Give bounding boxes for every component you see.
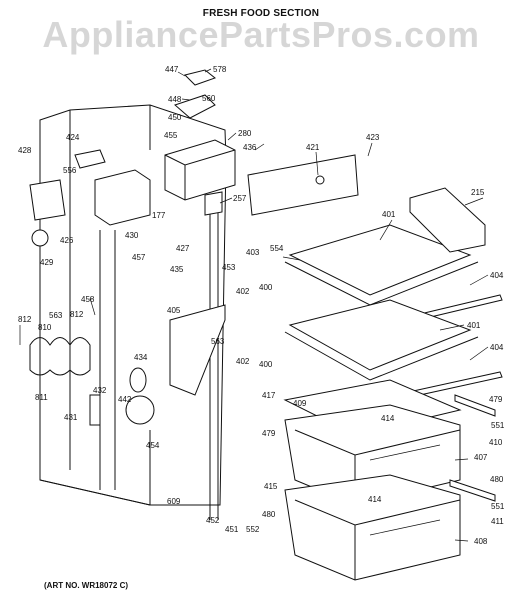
part-label: 480 [490, 475, 504, 484]
part-label: 411 [491, 517, 504, 526]
part-label: 551 [491, 421, 505, 430]
watermark: AppliancePartsPros.com [42, 14, 480, 55]
part-label: 280 [238, 129, 252, 138]
part-label: 431 [64, 413, 78, 422]
part-label: 450 [168, 113, 182, 122]
part-label: 407 [474, 453, 488, 462]
part-label: 451 [225, 525, 239, 534]
part-label: 453 [222, 263, 236, 272]
part-label: 812 [70, 310, 84, 319]
part-label: 414 [368, 495, 382, 504]
part-label: 404 [490, 343, 504, 352]
control-housing [29, 69, 236, 247]
art-number: (ART NO. WR18072 C) [44, 581, 129, 590]
part-label: 402 [236, 357, 250, 366]
part-label: 448 [168, 95, 182, 104]
part-label: 417 [262, 391, 276, 400]
leader-lines [19, 68, 489, 542]
part-label: 405 [167, 306, 181, 315]
drain-heater [29, 337, 91, 376]
part-label: 408 [474, 537, 488, 546]
part-label: 257 [233, 194, 247, 203]
part-label: 812 [18, 315, 32, 324]
part-label: 215 [471, 188, 485, 197]
part-label: 609 [167, 497, 181, 506]
part-label: 415 [264, 482, 278, 491]
section-title: FRESH FOOD SECTION [202, 8, 320, 19]
part-label: 400 [259, 360, 273, 369]
shelf-bin [409, 187, 486, 253]
part-label: 455 [164, 131, 178, 140]
crisper-drawer-lower [284, 474, 461, 581]
part-label: 423 [366, 133, 380, 142]
part-label: 421 [306, 143, 320, 152]
part-label: 426 [60, 236, 74, 245]
part-label: 403 [246, 248, 260, 257]
part-label: 404 [490, 271, 504, 280]
part-label: 442 [118, 395, 132, 404]
part-label: 401 [382, 210, 396, 219]
shelf-support [169, 304, 226, 396]
part-label: 479 [262, 429, 276, 438]
part-label: 447 [165, 65, 179, 74]
part-label: 410 [489, 438, 503, 447]
part-label: 177 [152, 211, 166, 220]
part-label: 454 [146, 441, 160, 450]
part-label: 563 [211, 337, 225, 346]
part-label: 556 [63, 166, 77, 175]
part-label: 458 [81, 295, 95, 304]
part-label: 563 [49, 311, 63, 320]
part-label: 551 [491, 502, 505, 511]
part-labels: 447 578 448 560 450 280 455 436 424 556 … [18, 65, 505, 546]
part-label: 480 [262, 510, 276, 519]
cover-plate [247, 154, 359, 216]
part-label: 414 [381, 414, 395, 423]
part-label: 434 [134, 353, 148, 362]
part-label: 810 [38, 323, 52, 332]
part-label: 552 [246, 525, 260, 534]
part-label: 560 [202, 94, 216, 103]
part-label: 452 [206, 516, 220, 525]
part-label: 428 [18, 146, 32, 155]
fan-motor [125, 395, 155, 425]
lower-shelf [284, 299, 503, 401]
part-label: 400 [259, 283, 273, 292]
part-label: 457 [132, 253, 146, 262]
part-label: 424 [66, 133, 80, 142]
part-label: 432 [93, 386, 107, 395]
part-label: 427 [176, 244, 190, 253]
part-label: 436 [243, 143, 257, 152]
part-label: 578 [213, 65, 227, 74]
part-label: 409 [293, 399, 307, 408]
part-label: 402 [236, 287, 250, 296]
part-label: 554 [270, 244, 284, 253]
part-label: 435 [170, 265, 184, 274]
part-label: 430 [125, 231, 139, 240]
part-label: 429 [40, 258, 54, 267]
part-label: 811 [35, 393, 48, 402]
part-label: 479 [489, 395, 503, 404]
part-label: 401 [467, 321, 481, 330]
